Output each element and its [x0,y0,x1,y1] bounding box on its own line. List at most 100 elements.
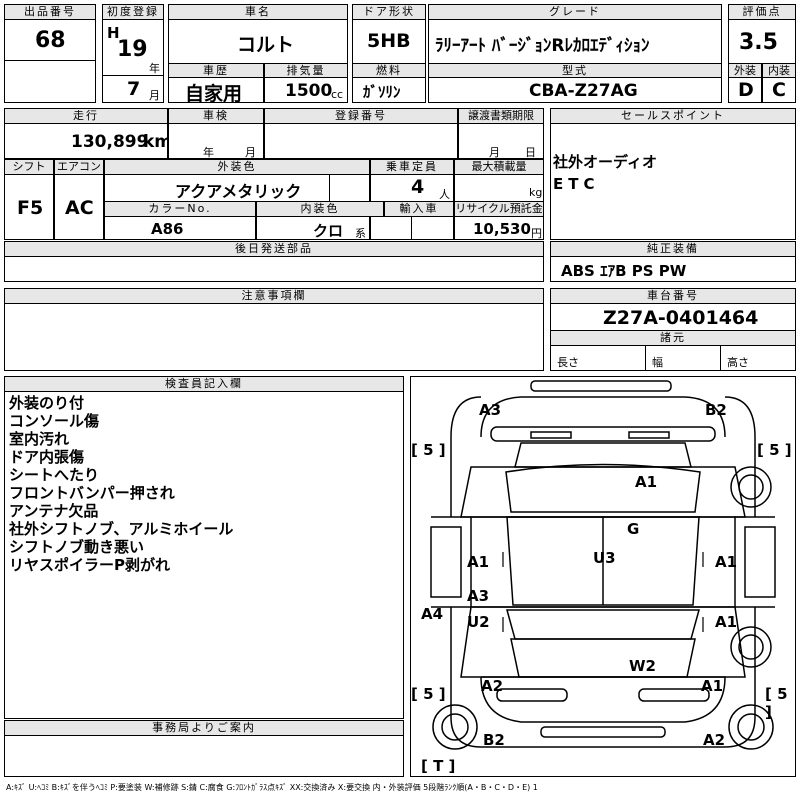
era: H [107,24,120,42]
length-cell: 長さ [550,345,646,371]
tire-mark: [ T ] [421,757,456,775]
tire-mark: [ 5 ] [765,685,788,721]
damage-mark: A3 [479,401,502,419]
mileage-cell: 130,899 km [4,123,172,159]
int-color-unit: 系 [355,227,366,240]
import-cell-a [370,216,412,240]
mileage-unit: km [143,132,173,152]
damage-diagram: A3 B2 A1 G U3 A1 A1 A3 A4 U2 A1 W2 A2 A1… [410,376,796,777]
score-label: 評価点 [728,4,796,20]
mileage-label: 走行 [4,108,168,124]
shift-label: シフト [4,159,54,175]
equip-value: ABS ｴｱB PS PW [561,262,687,280]
damage-mark: A1 [701,677,724,695]
int-color-cell: クロ 系 [256,216,370,240]
ext-color-extra [329,174,370,202]
color-no-cell: A86 [104,216,256,240]
capacity-cell: 4 人 [370,174,454,202]
first-reg-label: 初度登録 [102,4,164,20]
max-load-label: 最大積載量 [454,159,544,175]
model-value: CBA-Z27AG [529,81,638,101]
ac-label: エアコン [54,159,104,175]
chassis-cell: Z27A-0401464 [550,303,796,331]
import-cell-b [411,216,454,240]
history-cell: 自家用 [168,77,264,105]
tire-mark: [ 5 ] [411,441,446,459]
damage-mark: A3 [467,587,490,605]
damage-mark: B2 [483,731,505,749]
damage-mark: W2 [629,657,656,675]
lot-label: 出品番号 [4,4,96,20]
inspection-cell: 年 月 [168,123,264,159]
transfer-label: 譲渡書類期限 [458,108,544,124]
inspection-year-unit: 年 [203,146,214,159]
capacity-unit: 人 [439,188,450,201]
office-label: 事務局よりご案内 [4,720,404,736]
lot-blank [4,60,96,103]
damage-mark: G [627,520,640,538]
reg-no-cell [264,123,458,159]
damage-mark: A1 [715,613,738,631]
caution-cell [4,303,544,371]
shift-value: F5 [17,197,44,219]
int-color-label: 内装色 [256,201,384,217]
fuel-cell: ｶﾞｿﾘﾝ [352,77,426,103]
model-label: 型式 [428,63,722,78]
sales-point: 社外オーディオ [553,153,657,171]
remark-item: シフトノブ動き悪い [9,538,145,556]
first-reg-year-cell: H 19 年 [102,19,164,76]
office-cell [4,735,404,777]
recycle-label: リサイクル預託金 [454,201,544,217]
tire-icon [432,466,774,750]
displacement-cell: 1500 cc [264,77,348,103]
score-value: 3.5 [739,30,778,55]
mileage-value: 130,899 [71,132,149,152]
remark-item: コンソール傷 [9,412,100,430]
door-value: 5HB [367,30,411,52]
inspection-month-unit: 月 [245,146,256,159]
inspector-label: 検査員記入欄 [4,376,404,392]
displacement-unit: cc [331,88,344,101]
car-name-cell: コルト [168,19,348,64]
lot-value: 68 [35,28,66,53]
grade-value: ﾗﾘｰｱｰﾄ ﾊﾞｰｼﾞｮﾝRﾚｶﾛｴﾃﾞｨｼｮﾝ [435,36,650,56]
reg-no-label: 登録番号 [264,108,458,124]
grade-cell: ﾗﾘｰｱｰﾄ ﾊﾞｰｼﾞｮﾝRﾚｶﾛｴﾃﾞｨｼｮﾝ [428,19,722,64]
sales-point: ETC [553,175,600,193]
tire-mark: [ 5 ] [757,441,792,459]
remark-item: リヤスポイラーP剥がれ [9,556,170,574]
length-label: 長さ [557,356,579,369]
damage-mark: A2 [703,731,726,749]
ext-color-value: アクアメタリック [175,182,302,201]
displacement-label: 排気量 [264,63,348,78]
shift-cell: F5 [4,174,54,240]
ext-cell: D [728,77,762,103]
equip-label: 純正装備 [550,241,796,257]
remark-item: フロントバンパー押され [9,484,175,502]
damage-mark: B2 [705,401,727,419]
remark-item: アンテナ欠品 [9,502,99,520]
remark-item: ドア内張傷 [9,448,85,466]
accessories-cell [4,256,544,282]
recycle-cell: 10,530 円 [454,216,544,240]
accessories-label: 後日発送部品 [4,241,544,257]
recycle-value: 10,530 [473,220,531,238]
door-label: ドア形状 [352,4,426,20]
max-load-cell: kg [454,174,544,202]
ext-color-cell: アクアメタリック [104,174,330,202]
color-no-value: A86 [151,220,184,238]
sales-cell: 社外オーディオ ETC [550,123,796,240]
month-unit: 月 [149,89,160,102]
height-label: 高さ [727,356,749,369]
ac-value: AC [65,197,94,219]
ac-cell: AC [54,174,104,240]
caution-label: 注意事項欄 [4,288,544,304]
fuel-label: 燃料 [352,63,426,78]
year-unit: 年 [149,62,160,75]
damage-mark: A1 [715,553,738,571]
reg-year: 19 [117,37,148,62]
chassis-value: Z27A-0401464 [603,307,759,329]
capacity-label: 乗車定員 [370,159,454,175]
score-cell: 3.5 [728,19,796,64]
spec-label: 諸元 [550,330,796,346]
